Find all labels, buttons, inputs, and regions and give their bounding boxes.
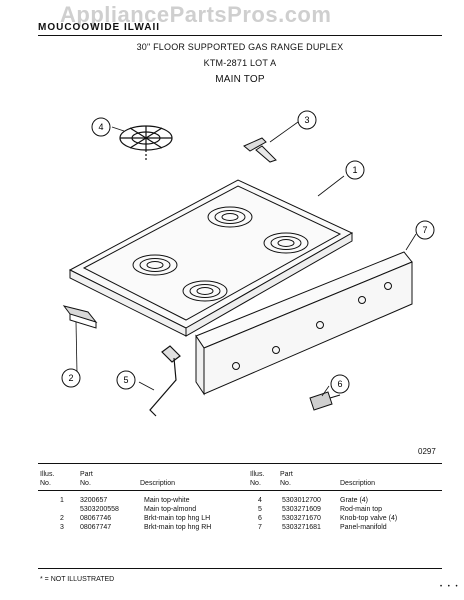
part-description: Grate (4) xyxy=(340,497,369,504)
svg-text:3: 3 xyxy=(304,115,309,125)
main-top-part xyxy=(68,179,354,337)
part-description: Brkt-main top hng LH xyxy=(144,515,211,522)
part-description: Rod-main top xyxy=(340,506,383,513)
bracket-lh-part xyxy=(62,305,98,329)
exploded-parts-diagram: 1 2 3 4 5 6 7 xyxy=(61,110,435,417)
svg-text:6: 6 xyxy=(337,379,342,389)
col-head-illus-right: Illus.No. xyxy=(250,471,265,487)
illus-number: 5 xyxy=(258,506,262,513)
panel-manifold-part xyxy=(195,251,413,396)
page-code: 0297 xyxy=(418,447,436,456)
col-head-illus-left: Illus.No. xyxy=(40,471,55,487)
knob-valve-part xyxy=(309,391,341,411)
part-number: 08067747 xyxy=(80,524,112,531)
illus-number: 2 xyxy=(60,515,64,522)
header-model: KTM-2871 LOT A xyxy=(203,58,277,68)
illus-number: 4 xyxy=(258,497,262,504)
part-number: 3200657 xyxy=(80,497,108,504)
part-description: Brkt-main top hng RH xyxy=(144,524,212,531)
callout-1: 1 xyxy=(345,160,365,180)
part-number: 5303271681 xyxy=(282,524,321,531)
part-number: 5303012700 xyxy=(282,497,321,504)
watermark-logo: AppliancePartsPros.com xyxy=(60,2,332,27)
part-description: Main top-almond xyxy=(144,506,197,513)
header-rule xyxy=(38,35,442,36)
col-head-desc-right: Description xyxy=(340,480,376,487)
burner-rings xyxy=(132,206,309,302)
illus-number: 3 xyxy=(60,524,64,531)
callout-7: 7 xyxy=(415,220,435,240)
part-number: 5303200558 xyxy=(80,506,119,513)
part-number: 5303271670 xyxy=(282,515,321,522)
svg-text:4: 4 xyxy=(98,122,103,132)
callout-6: 6 xyxy=(330,374,350,394)
bracket-rh-part xyxy=(243,137,277,163)
table-top-rule xyxy=(38,463,442,464)
header-title: 30" FLOOR SUPPORTED GAS RANGE DUPLEX xyxy=(136,42,344,52)
illus-number: 7 xyxy=(258,524,262,531)
part-number: 08067746 xyxy=(80,515,112,522)
svg-text:1: 1 xyxy=(352,165,357,175)
part-description: Panel-manifold xyxy=(340,524,387,531)
callout-5: 5 xyxy=(116,370,136,390)
part-number: 5303271609 xyxy=(282,506,321,513)
callout-4: 4 xyxy=(91,117,111,137)
callout-leaders xyxy=(75,121,417,397)
table-bottom-rule xyxy=(38,568,442,569)
grate-part xyxy=(119,125,173,160)
col-head-desc-left: Description xyxy=(140,480,176,487)
illus-number: 6 xyxy=(258,515,262,522)
rod-part xyxy=(149,345,181,417)
header-section: MAIN TOP xyxy=(215,74,265,85)
part-description: Main top-white xyxy=(144,497,190,504)
callout-3: 3 xyxy=(297,110,317,130)
not-illustrated-note: * = NOT ILLUSTRATED xyxy=(40,576,115,583)
model-code: MOUCOOWIDE ILWAII xyxy=(38,22,160,33)
callout-2: 2 xyxy=(61,368,81,388)
svg-text:7: 7 xyxy=(422,225,427,235)
table-head-rule xyxy=(38,490,442,491)
svg-text:2: 2 xyxy=(68,373,73,383)
part-description: Knob-top valve (4) xyxy=(340,515,398,522)
footer-dots: • • • xyxy=(440,584,460,590)
svg-text:5: 5 xyxy=(123,375,128,385)
table-row: 1 xyxy=(60,497,64,504)
